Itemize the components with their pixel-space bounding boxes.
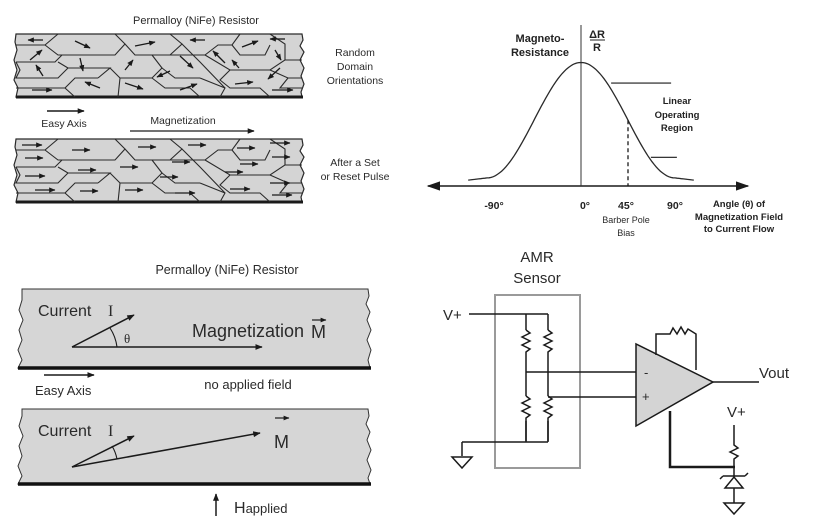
x-label-1: Angle (θ) of: [713, 199, 766, 210]
easy-axis-label: Easy Axis: [35, 383, 92, 398]
vplus-ref-label: V+: [727, 404, 746, 421]
vout-label: Vout: [759, 365, 790, 382]
mr-chart: Magneto- Resistance ΔR R Linear Operatin…: [426, 25, 783, 238]
current-label: Current: [38, 303, 92, 320]
m-symbol: M: [274, 432, 289, 452]
current-vector-arrow: [71, 435, 135, 468]
angle-arc: [111, 445, 118, 460]
amr-circuit: AMR Sensor V+ - + Vout V+: [443, 249, 790, 516]
set-label-2: or Reset Pulse: [321, 171, 390, 183]
theta-arc: [109, 327, 118, 348]
x-tick-label: 0°: [580, 200, 590, 212]
domain-strip-aligned: [13, 138, 305, 204]
bridge-top-wires: [525, 314, 549, 330]
current-label: Current: [38, 423, 92, 440]
resistor-title: Permalloy (NiFe) Resistor: [155, 263, 298, 277]
circuit-title-2: Sensor: [513, 270, 561, 287]
h-subscript: applied: [246, 501, 288, 516]
resistor-r2-icon: [542, 329, 554, 355]
resistor-r3-icon: [520, 395, 532, 441]
resistor-strip-no-field: Current I θ Magnetization M: [17, 288, 372, 370]
vplus-label: V+: [443, 307, 462, 324]
mr-curve: [468, 61, 694, 181]
ground-wire: [461, 421, 549, 456]
x-label-2: Magnetization Field: [695, 212, 783, 223]
bias-label-1: Barber Pole: [602, 215, 650, 225]
ground-icon: [722, 502, 746, 516]
current-symbol: I: [108, 303, 113, 320]
easy-axis-label: Easy Axis: [41, 118, 87, 130]
circuit-title-1: AMR: [520, 249, 554, 266]
current-symbol: I: [108, 423, 113, 440]
bias-label-2: Bias: [617, 228, 635, 238]
m-symbol: M: [311, 322, 326, 342]
y-fraction-numerator: ΔR: [589, 29, 605, 41]
y-label-2: Resistance: [511, 47, 569, 59]
set-label-1: After a Set: [330, 157, 380, 169]
domain-boundaries: [15, 33, 302, 98]
feedback-resistor-icon: [655, 325, 697, 370]
domains-panel: Permalloy (NiFe) Resistor: [13, 15, 390, 204]
ref-resistor-icon: [728, 425, 740, 476]
amr-sensor-box: [494, 294, 581, 469]
x-tick-label: 90°: [667, 200, 683, 212]
theta-symbol: θ: [124, 331, 130, 346]
h-label: Happlied: [234, 500, 288, 517]
resistor-r1-icon: [520, 329, 532, 355]
ground-icon: [450, 456, 474, 470]
x-tick-label: -90°: [484, 200, 503, 212]
zener-diode-icon: [719, 472, 749, 503]
domain-strip-random: [13, 33, 305, 99]
resistor-strip-applied-field: Current I M: [17, 408, 372, 486]
op-amp-icon: [635, 342, 715, 428]
magnetization-vector-label: Magnetization: [192, 321, 304, 341]
random-label-3: Orientations: [327, 75, 384, 87]
magnetization-vector-arrow: [71, 431, 261, 468]
linear-region-label-2: Operating: [655, 110, 700, 121]
linear-region-label-1: Linear: [663, 96, 692, 107]
y-fraction-denominator: R: [593, 42, 601, 54]
domains-title: Permalloy (NiFe) Resistor: [133, 15, 259, 27]
resistor-angle-panel: Permalloy (NiFe) Resistor Current I θ Ma…: [17, 263, 372, 517]
y-label-1: Magneto-: [516, 33, 565, 45]
x-tick-label: 45°: [618, 200, 634, 212]
random-label-2: Domain: [337, 61, 373, 73]
magnetization-label: Magnetization: [150, 115, 216, 127]
op-amp-minus: -: [644, 365, 648, 380]
random-label-1: Random: [335, 47, 375, 59]
h-symbol: H: [234, 500, 246, 517]
no-field-label: no applied field: [204, 377, 291, 392]
linear-region-label-3: Region: [661, 123, 693, 134]
domain-arrows-random: [27, 36, 294, 93]
op-amp-plus: +: [642, 389, 650, 404]
x-label-3: to Current Flow: [704, 224, 775, 235]
bridge-mid-wires: [525, 355, 549, 396]
current-vector-arrow: [71, 314, 135, 348]
op-amp-ref-wire: [668, 411, 735, 469]
resistor-r4-icon: [542, 395, 554, 441]
domain-arrows-aligned: [22, 140, 293, 198]
